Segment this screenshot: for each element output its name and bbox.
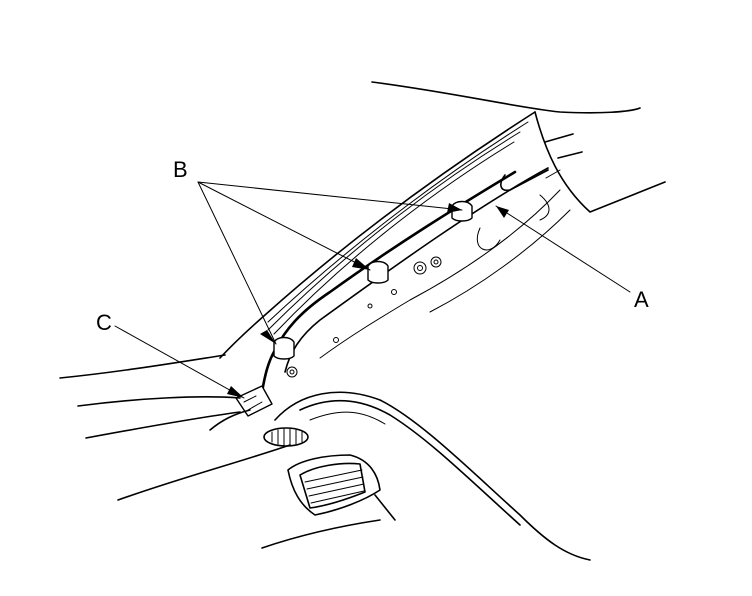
leader-lines [114,181,631,399]
roof-outline [371,81,666,213]
leader-arrowheads [227,203,509,398]
connector-c [235,385,273,417]
dash-vents [263,427,396,521]
a-pillar [219,111,571,373]
dashboard [59,354,591,561]
clips-b [273,200,473,360]
label-c: C [96,310,112,335]
label-a: A [634,287,649,312]
pillar-fasteners [286,256,442,378]
label-b: B [173,157,188,182]
